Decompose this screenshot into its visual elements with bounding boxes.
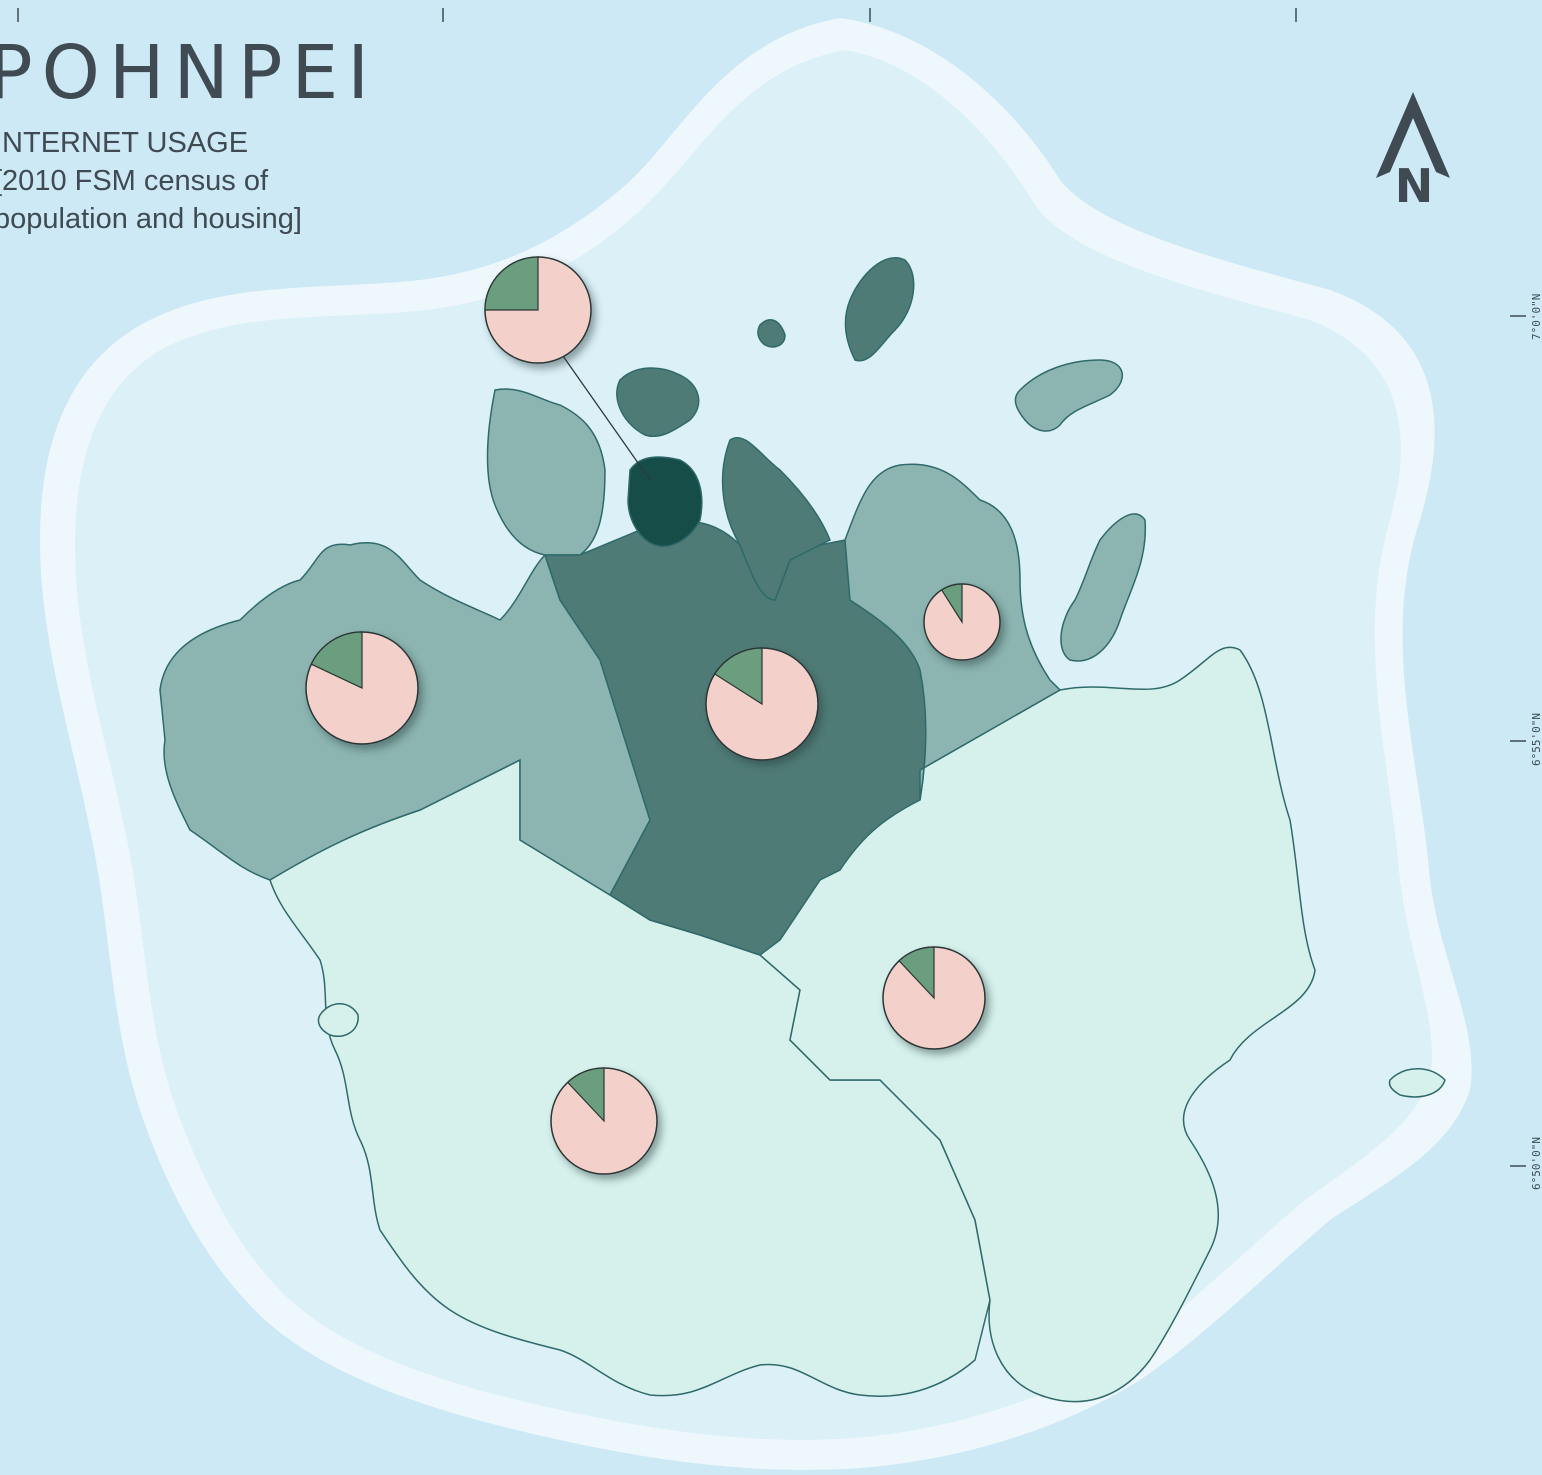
frame-ticks <box>17 8 1526 1167</box>
map-subtitle: INTERNET USAGE [2010 FSM census of popul… <box>0 124 302 238</box>
pie-charts <box>305 256 1001 1175</box>
pie-sokehs <box>305 631 419 745</box>
island-small-1 <box>757 319 786 348</box>
subtitle-line-2: [2010 FSM census of <box>0 165 269 197</box>
map-title: POHNPEI <box>0 30 379 116</box>
pie-slice-yes-nett <box>713 647 763 706</box>
pie-slice-yes-kolonia <box>484 256 539 311</box>
north-arrow-icon: N <box>1376 92 1450 213</box>
island-sw <box>317 1003 359 1037</box>
pie-uh <box>923 583 1001 661</box>
subtitle-line-3: population and housing] <box>0 203 302 235</box>
region-kolonia <box>627 456 703 547</box>
island-mwand <box>1014 359 1124 432</box>
island-langar <box>616 367 700 437</box>
pie-madolenihmw <box>882 946 986 1050</box>
pie-slice-yes-madolenihmw <box>898 946 935 1000</box>
pie-kolonia <box>484 256 592 364</box>
subtitle-line-1: INTERNET USAGE <box>0 127 249 159</box>
kolonia-leader-line <box>562 355 651 481</box>
region-nett-peninsula <box>721 437 831 601</box>
pie-slice-yes-sokehs <box>310 631 363 689</box>
island-east <box>1060 513 1147 662</box>
pie-slice-yes-kitti <box>566 1067 605 1123</box>
pie-slice-yes-uh <box>940 583 963 625</box>
pie-nett <box>705 647 819 761</box>
graticule-label-6-55: 6°55'0"N <box>1530 713 1542 766</box>
island-se <box>1388 1068 1446 1098</box>
north-arrow-letter: N <box>1395 159 1434 213</box>
pie-kitti <box>550 1067 658 1175</box>
region-madolenihmw <box>758 646 1316 1403</box>
graticule-label-7-0: 7°0'0"N <box>1530 293 1542 340</box>
region-sokehs-island <box>486 388 606 556</box>
island-parem <box>844 257 915 362</box>
graticule-label-6-50: 6°50'0"N <box>1530 1137 1542 1190</box>
